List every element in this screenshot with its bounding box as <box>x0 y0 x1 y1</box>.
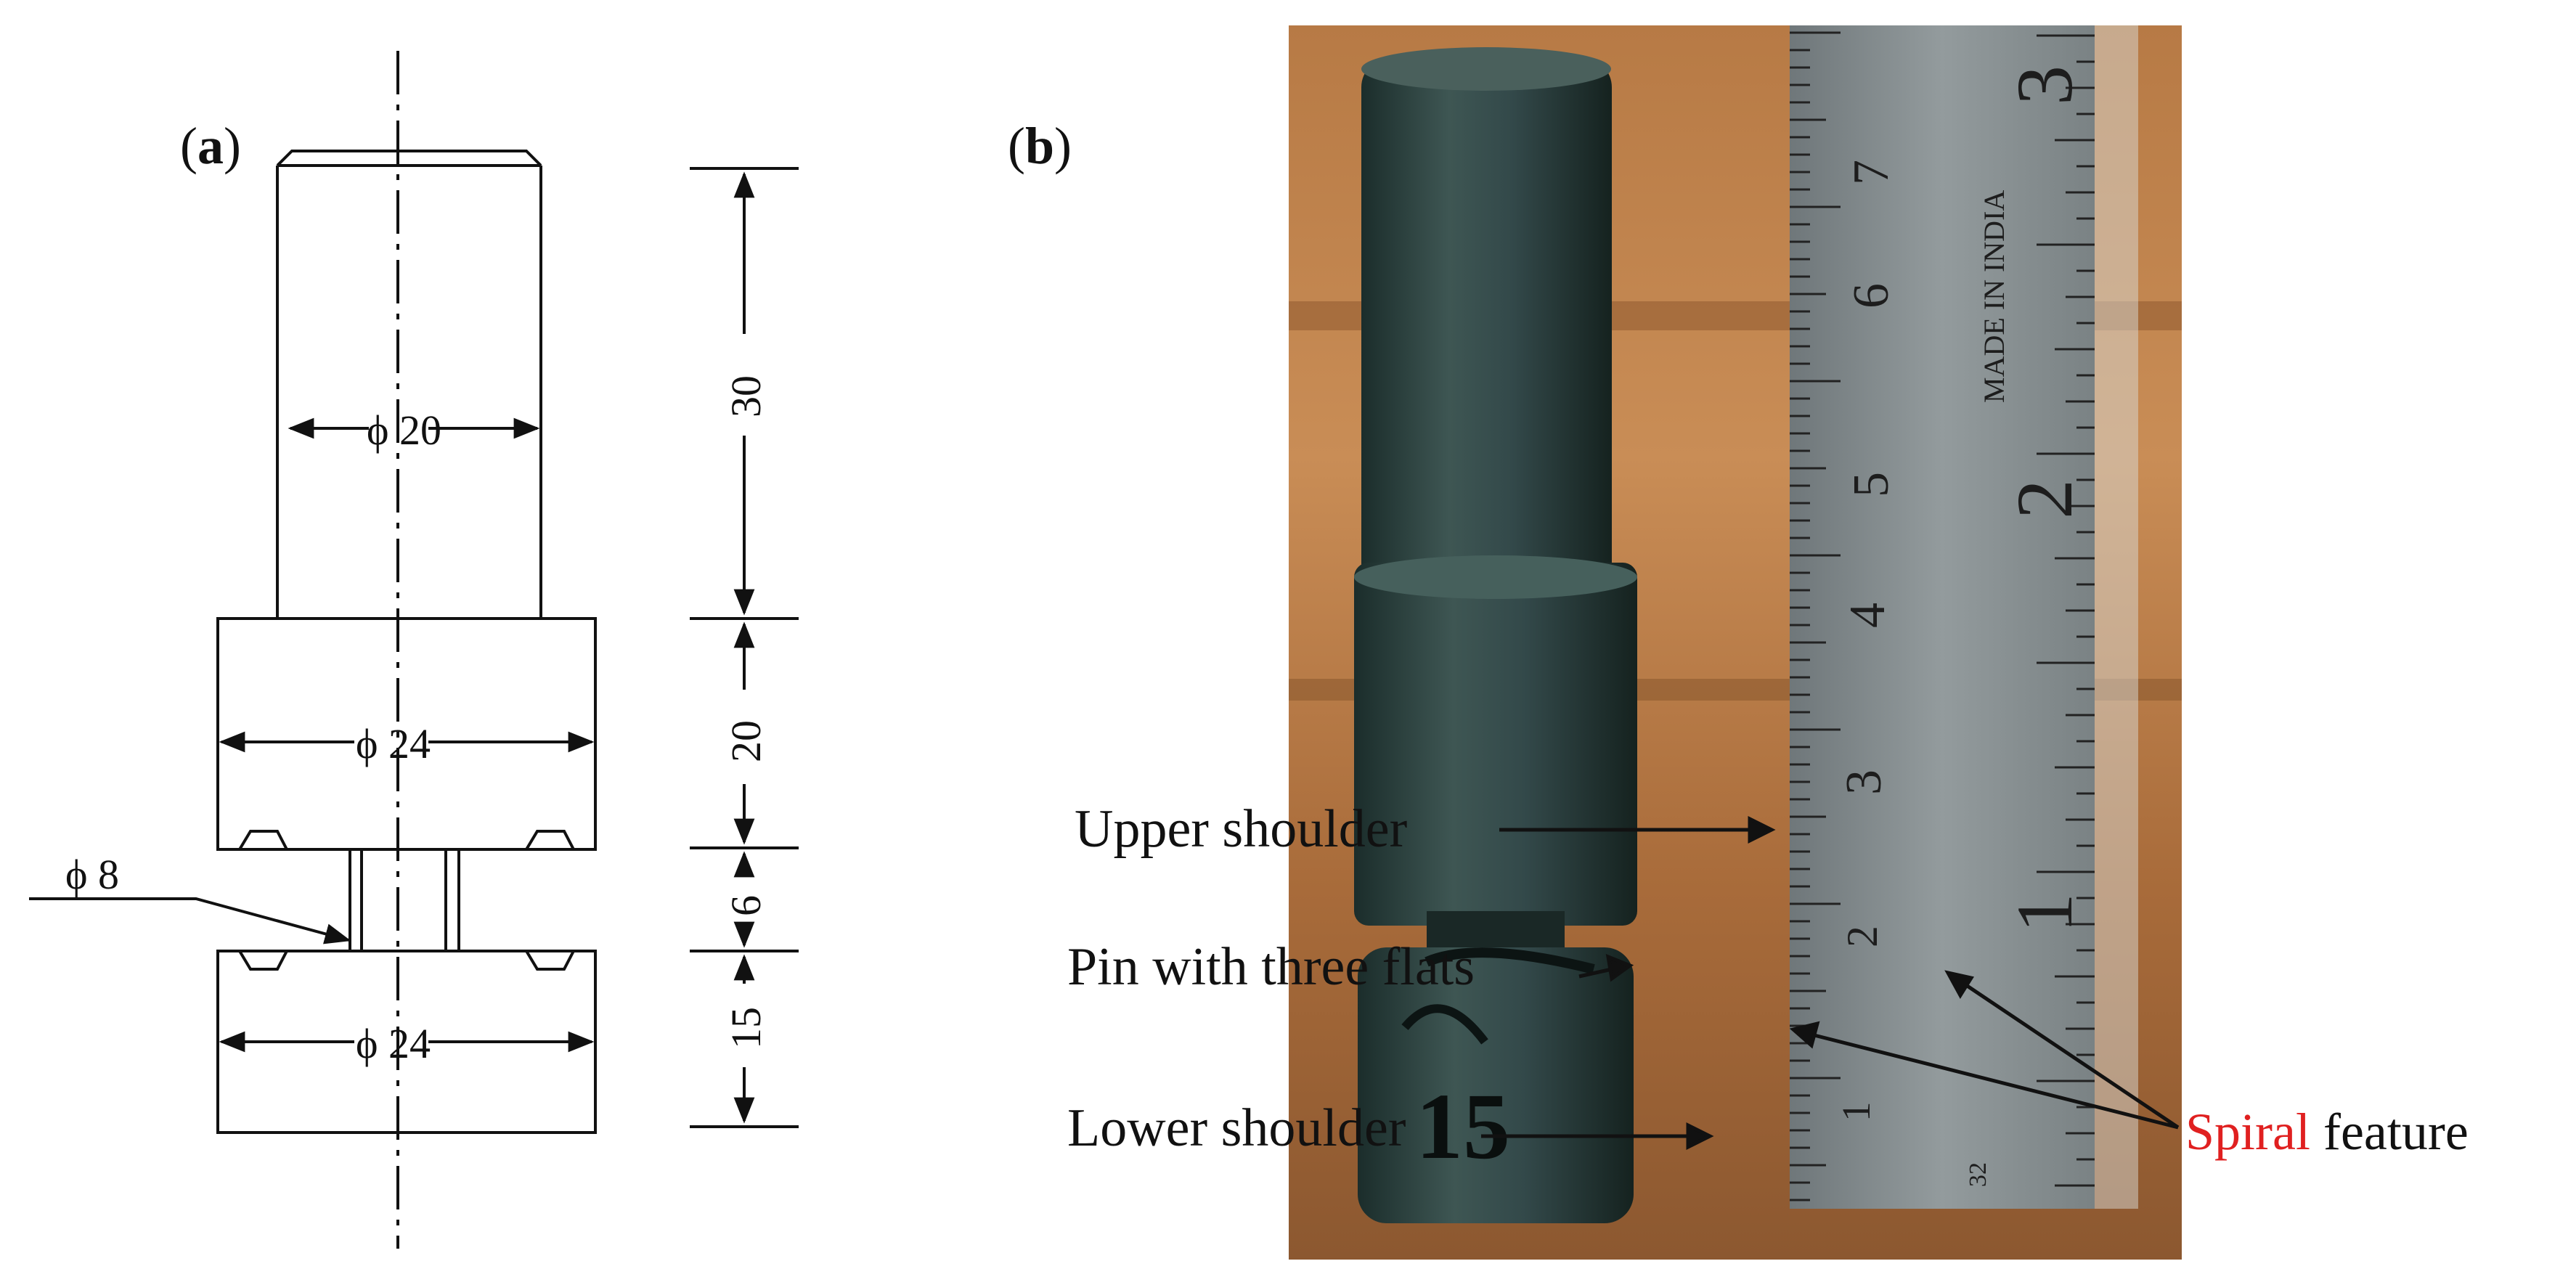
photo-panel: 15 MADE IN INDIA 7 6 5 4 3 2 1 3 2 1 32 <box>1289 25 2182 1260</box>
ruler-cm-1: 1 <box>1834 1102 1878 1122</box>
technical-drawing: ϕ 20 ϕ 24 ϕ 24 ϕ 8 30 20 6 15 <box>29 51 799 1249</box>
len-lower-shoulder-label: 15 <box>722 1007 770 1049</box>
ruler-made-in-label: MADE IN INDIA <box>1978 190 2010 403</box>
label-spiral-feature: Spiral feature <box>2185 1102 2469 1162</box>
len-pin-label: 6 <box>722 895 770 916</box>
dia-top-label: ϕ 20 <box>367 407 441 454</box>
dia-pin-label: ϕ 8 <box>65 851 119 898</box>
label-upper-shoulder: Upper shoulder <box>1075 799 1408 859</box>
length-dim-lines <box>690 167 799 1128</box>
dia-upper-shoulder-label: ϕ 24 <box>356 720 431 767</box>
label-lower-shoulder: Lower shoulder <box>1067 1098 1406 1158</box>
spiral-word: Spiral <box>2185 1103 2310 1161</box>
tool-marking: 15 <box>1416 1074 1510 1179</box>
len-upper-shoulder-label: 20 <box>722 720 770 762</box>
tool-specimen: 15 <box>1354 47 1637 1223</box>
annotation-arrows <box>1481 815 2180 1151</box>
lower-shoulder-rect <box>216 950 597 1134</box>
ruler-cm-3: 3 <box>1836 770 1892 795</box>
ruler-cm-2: 2 <box>1838 926 1886 947</box>
dia-lower-shoulder-label: ϕ 24 <box>356 1020 431 1067</box>
top-cylinder <box>276 150 542 620</box>
panel-b-label: (b) <box>1008 117 1072 175</box>
feature-word: feature <box>2310 1103 2469 1161</box>
ruler-inch-2: 2 <box>2000 479 2089 519</box>
ruler-cm-5: 5 <box>1843 472 1899 497</box>
pin <box>349 848 460 952</box>
ruler-cm-4: 4 <box>1840 603 1896 628</box>
panel-a-label: (a) <box>180 117 241 175</box>
ruler-small-code: 32 <box>1965 1162 1992 1187</box>
ruler-inch-3: 3 <box>2000 65 2089 105</box>
ruler-inch-1: 1 <box>2000 893 2089 933</box>
ruler-cm-6: 6 <box>1843 283 1899 309</box>
ruler: MADE IN INDIA 7 6 5 4 3 2 1 3 2 1 32 <box>1790 25 2138 1209</box>
label-pin-flats: Pin with three flats <box>1067 937 1475 997</box>
dia-dim-lines <box>29 417 595 1053</box>
len-top-label: 30 <box>722 375 770 417</box>
ruler-cm-7: 7 <box>1843 160 1899 185</box>
